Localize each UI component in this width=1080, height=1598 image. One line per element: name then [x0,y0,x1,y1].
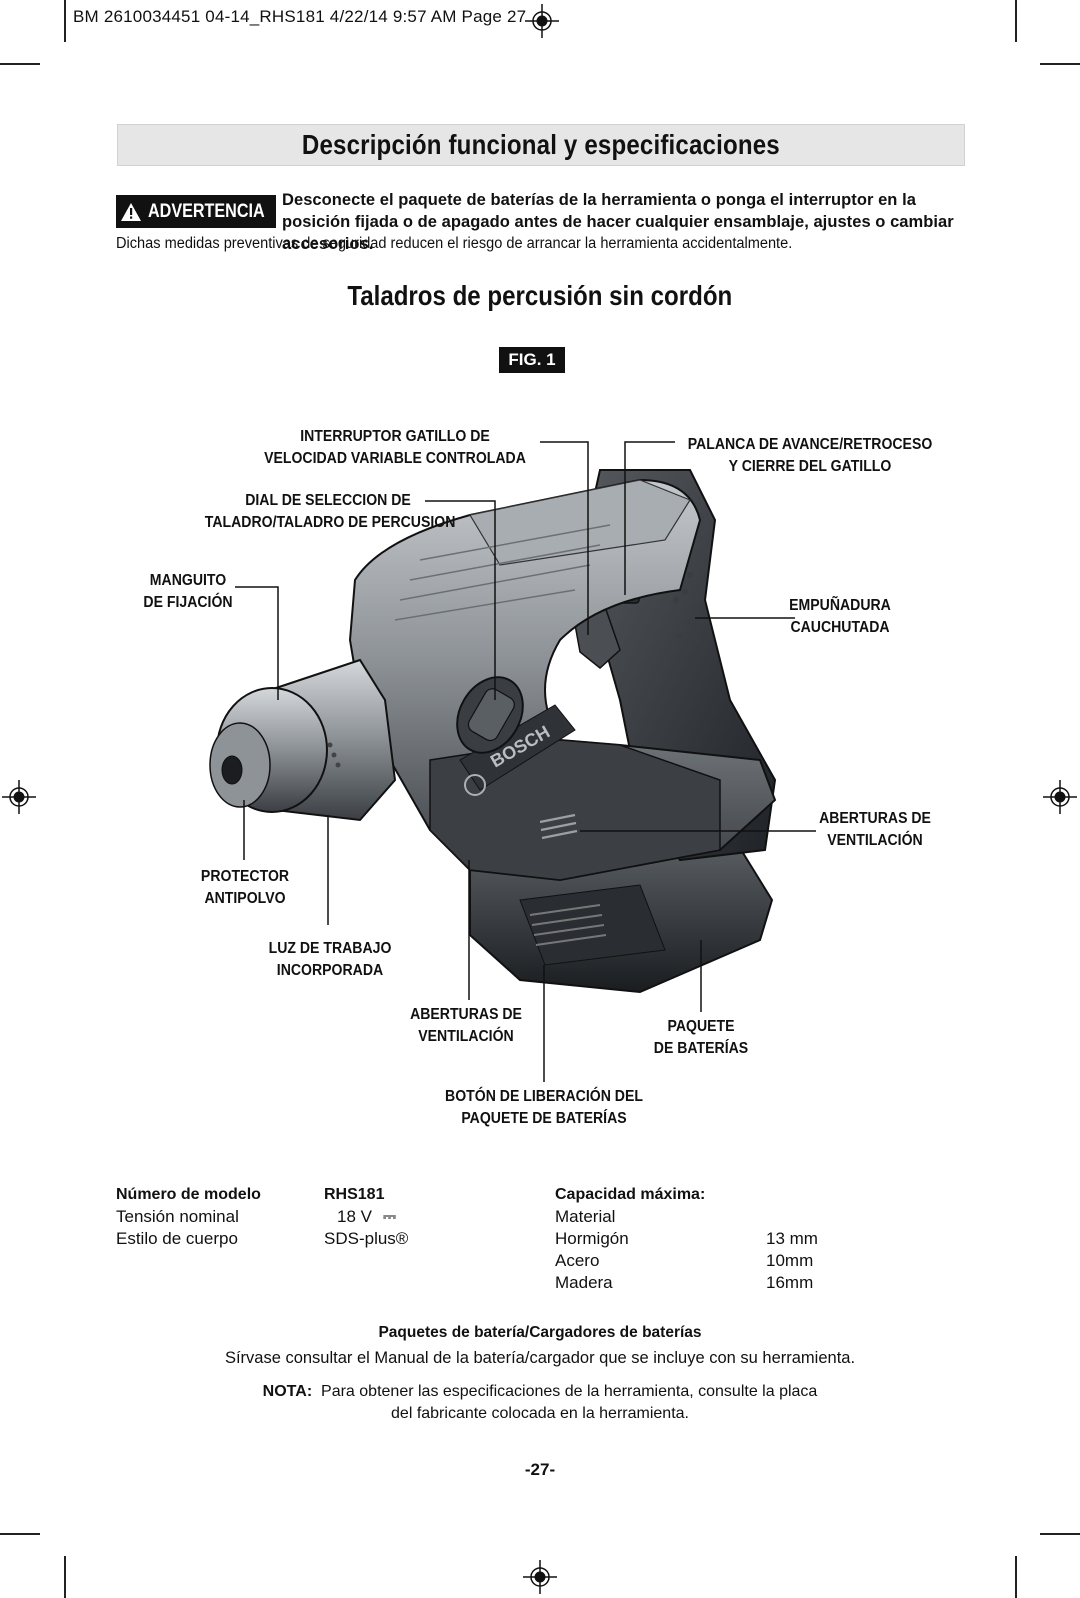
spec-body-label: Estilo de cuerpo [116,1229,238,1248]
callout-dust-protector-line2: ANTIPOLVO [204,890,286,907]
leader-trigger [540,441,589,635]
warning-badge: ADVERTENCIA [116,195,276,228]
warning-badge-label: ADVERTENCIA [148,200,266,222]
callout-mode-dial-line1: DIAL DE SELECCION DE [245,492,411,509]
callout-battery-pack: PAQUETE DE BATERÍAS [636,1016,766,1060]
callout-fwd-rev-line1: PALANCA DE AVANCE/RETROCESO [687,436,933,453]
callout-dust-protector: PROTECTOR ANTIPOLVO [180,866,310,910]
callout-mode-dial-line2: TALADRO/TALADRO DE PERCUSION [204,514,456,531]
crop-mark-br-v [1015,1556,1017,1598]
note-line2: del fabricante colocada en la herramient… [391,1405,689,1422]
spec-voltage-label: Tensión nominal [116,1207,239,1226]
callout-chuck-line2: DE FIJACIÓN [143,594,233,611]
callout-vents-bottom: ABERTURAS DE VENTILACIÓN [396,1004,536,1048]
callout-vents-right-line1: ABERTURAS DE [819,810,931,827]
spec-voltage-value: 18 V ⎓ [337,1206,396,1228]
callout-mode-dial: DIAL DE SELECCION DE TALADRO/TALADRO DE … [188,490,468,534]
callout-battery-pack-line1: PAQUETE [667,1018,735,1035]
callout-grip-line1: EMPUÑADURA [789,597,891,614]
callout-vents-bottom-line1: ABERTURAS DE [410,1006,522,1023]
callout-trigger: INTERRUPTOR GATILLO DE VELOCIDAD VARIABL… [245,426,545,470]
crop-mark-tr-h [1040,63,1080,65]
note-label: NOTA: [262,1383,313,1400]
callout-vents-right-line2: VENTILACIÓN [827,832,923,849]
print-slug: BM 2610034451 04-14_RHS181 4/22/14 9:57 … [73,7,527,26]
callout-trigger-line1: INTERRUPTOR GATILLO DE [300,428,490,445]
warning-triangle-icon [121,202,142,221]
spec-model-value: RHS181 [324,1186,385,1203]
spec-material-name: Acero [555,1251,600,1270]
leader-fwd-rev [624,441,675,595]
spec-model-label: Número de modelo [116,1186,261,1203]
battery-section-body: Sírvase consultar el Manual de la baterí… [224,1349,856,1367]
callout-work-light-line2: INCORPORADA [276,962,384,979]
callout-battery-pack-line2: DE BATERÍAS [653,1040,749,1057]
registration-mark-bottom-icon [523,1560,557,1594]
callout-dust-protector-line1: PROTECTOR [200,868,290,885]
tool-subtitle-text: Taladros de percusión sin cordón [347,280,733,311]
warning-text: Desconecte el paquete de baterías de la … [282,191,954,253]
crop-mark-tl-h [0,63,40,65]
registration-mark-right-icon [1043,780,1077,814]
spec-material-name: Madera [555,1273,613,1292]
leader-mode-dial [425,500,496,700]
callout-vents-right: ABERTURAS DE VENTILACIÓN [810,808,940,852]
note-line1: Para obtener las especificaciones de la … [321,1383,818,1400]
spec-material-value: 16mm [766,1273,814,1292]
spec-material-value: 10mm [766,1251,814,1270]
warning-follow-text: Dichas medidas preventivas de seguridad … [116,235,793,252]
section-title: Descripción funcional y especificaciones [302,129,780,160]
note-block: NOTA: Para obtener las especificaciones … [0,1381,1080,1425]
crop-mark-bl-h [0,1533,40,1535]
crop-mark-tr-v [1015,0,1017,42]
dc-symbol-icon: ⎓ [382,1207,397,1226]
callout-forward-reverse: PALANCA DE AVANCE/RETROCESO Y CIERRE DEL… [660,434,960,478]
crop-mark-br-h [1040,1533,1080,1535]
callout-work-light: LUZ DE TRABAJO INCORPORADA [250,938,410,982]
spec-voltage-number: 18 V [337,1207,372,1226]
callout-battery-release-line1: BOTÓN DE LIBERACIÓN DEL [445,1088,643,1105]
spec-body-value: SDS-plus® [324,1229,409,1248]
registration-mark-left-icon [2,780,36,814]
callout-chuck-line1: MANGUITO [149,572,227,589]
spec-material-name: Hormigón [555,1229,629,1248]
callout-work-light-line1: LUZ DE TRABAJO [268,940,392,957]
spec-material-value: 13 mm [766,1229,818,1248]
callout-battery-release: BOTÓN DE LIBERACIÓN DEL PAQUETE DE BATER… [414,1086,674,1130]
tool-subtitle: Taladros de percusión sin cordón [0,280,1080,312]
callout-trigger-line2: VELOCIDAD VARIABLE CONTROLADA [264,450,526,467]
callout-grip: EMPUÑADURA CAUCHUTADA [775,595,905,639]
note-line1-row: NOTA: Para obtener las especificaciones … [0,1381,1080,1403]
page-number: -27- [524,1460,556,1479]
figure-label: FIG. 1 [499,347,565,373]
battery-section-title: Paquetes de batería/Cargadores de baterí… [378,1324,702,1341]
callout-battery-release-line2: PAQUETE DE BATERÍAS [461,1110,627,1127]
callout-fwd-rev-line2: Y CIERRE DEL GATILLO [728,458,892,475]
section-header: Descripción funcional y especificaciones [117,124,965,166]
callout-grip-line2: CAUCHUTADA [790,619,890,636]
spec-material-header: Material [555,1207,616,1226]
leader-chuck [235,586,279,700]
callout-vents-bottom-line2: VENTILACIÓN [418,1028,514,1045]
spec-capacity-title: Capacidad máxima: [555,1186,706,1203]
crop-mark-tl-v [64,0,66,42]
callout-chuck: MANGUITO DE FIJACIÓN [128,570,248,614]
registration-mark-top-icon [525,4,559,38]
crop-mark-bl-v [64,1556,66,1598]
